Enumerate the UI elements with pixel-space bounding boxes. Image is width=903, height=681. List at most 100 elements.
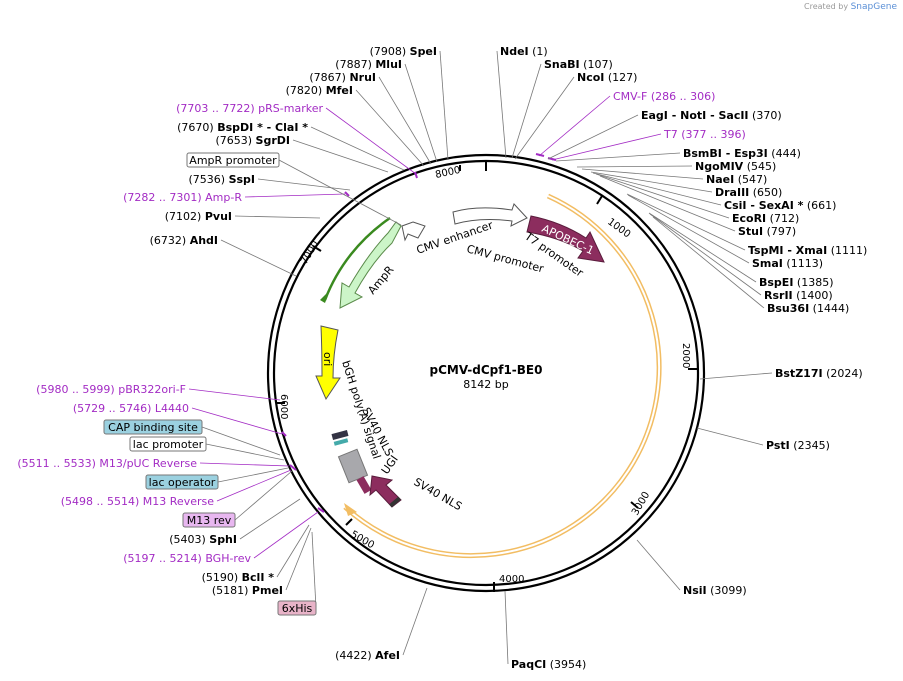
- site-label-34: (7536) SspI: [188, 173, 255, 186]
- site-text: NgoMIV (545): [695, 160, 776, 173]
- site-leader: [626, 193, 746, 251]
- site-leader: [310, 126, 405, 171]
- site-label-21: PaqCI (3954): [511, 658, 586, 671]
- site-label-17: Bsu36I (1444): [767, 302, 849, 315]
- site-text: NaeI (547): [706, 173, 767, 186]
- site-text: SnaBI (107): [544, 58, 613, 71]
- site-label-6: BsmBI - Esp3I (444): [683, 147, 801, 160]
- site-label-26: (5403) SphI: [169, 533, 237, 546]
- site-label-4: EagI - NotI - SacII (370): [641, 109, 782, 122]
- site-text: (5197 .. 5214) BGH-rev: [123, 552, 251, 565]
- site-label-32: (7102) PvuI: [165, 210, 232, 223]
- site-leader: [191, 407, 283, 435]
- site-label-33: (7282 .. 7301) Amp-R: [123, 191, 242, 204]
- dcpf1-orf-arrowhead: [344, 503, 357, 516]
- ori-feature: [315, 325, 341, 401]
- site-leader: [220, 239, 297, 277]
- site-text: EagI - NotI - SacII (370): [641, 109, 782, 122]
- site-leader: [188, 388, 281, 401]
- site-text: (5190) BclI *: [202, 571, 275, 584]
- site-leader: [378, 76, 432, 165]
- site-leader: [599, 175, 736, 232]
- sv40-nls-arrow: [389, 496, 401, 508]
- site-leader: [439, 50, 449, 161]
- boxed-label-cap-binding-site: CAP binding site: [103, 419, 281, 456]
- sv40-nls-mark: [331, 430, 349, 440]
- ampr-feature: [339, 221, 402, 309]
- snapgene-brand: SnapGene: [850, 2, 897, 12]
- site-text: RsrII (1400): [764, 289, 833, 302]
- site-leader: [511, 63, 542, 159]
- site-label-38: (7820) MfeI: [286, 84, 353, 97]
- site-leader: [547, 114, 639, 160]
- site-leader: [555, 152, 681, 162]
- ring-ticks: [276, 160, 698, 592]
- boxed-label-text: lac operator: [149, 476, 216, 489]
- site-label-2: NcoI (127): [577, 71, 637, 84]
- tick-label-5000: 5000: [349, 529, 377, 551]
- site-leader: [581, 168, 704, 180]
- site-text: DraIII (650): [715, 186, 782, 199]
- site-leader: [292, 139, 389, 173]
- site-label-36: (7670) BspDI * - ClaI *: [177, 121, 308, 134]
- site-text: TspMI - XmaI (1111): [748, 244, 867, 257]
- site-label-10: CsiI - SexAI * (661): [724, 199, 836, 212]
- backbone-outer: [266, 153, 706, 593]
- tick-label-8000: 8000: [434, 165, 461, 181]
- site-text: (4422) AfeI: [335, 649, 400, 662]
- site-leader: [257, 178, 351, 191]
- site-text: T7 (377 .. 396): [663, 128, 746, 141]
- site-leader: [244, 193, 346, 198]
- site-leader: [239, 498, 301, 540]
- site-text: SmaI (1113): [752, 257, 823, 270]
- boxed-label-leader: [278, 159, 402, 226]
- sv40-nls-box: [356, 476, 372, 494]
- site-text: (7908) SpeI: [370, 45, 437, 58]
- boxed-label-leader: [311, 531, 317, 609]
- site-label-27: (5498 .. 5514) M13 Reverse: [61, 495, 214, 508]
- site-label-8: NaeI (547): [706, 173, 767, 186]
- site-label-11: EcoRI (712): [732, 212, 799, 225]
- site-leader: [551, 133, 662, 161]
- site-leader: [216, 469, 292, 502]
- boxed-label-text: AmpR promoter: [189, 154, 277, 167]
- site-label-40: (7887) MluI: [335, 58, 402, 71]
- site-text: (5980 .. 5999) pBR322ori-F: [36, 383, 186, 396]
- site-text: (7282 .. 7301) Amp-R: [123, 191, 242, 204]
- site-text: PstI (2345): [766, 439, 830, 452]
- site-text: BspEI (1385): [759, 276, 834, 289]
- boxed-label-text: CAP binding site: [108, 421, 198, 434]
- site-text: NdeI (1): [500, 45, 548, 58]
- site-text: BstZ17I (2024): [775, 367, 863, 380]
- boxed-label-frame: [129, 436, 207, 452]
- site-label-31: (6732) AhdI: [150, 234, 218, 247]
- site-text: PaqCI (3954): [511, 658, 586, 671]
- site-label-28: (5511 .. 5533) M13/pUC Reverse: [17, 457, 197, 470]
- site-label-39: (7867) NruI: [309, 71, 376, 84]
- boxed-label-leader: [205, 443, 285, 461]
- site-label-23: (5181) PmeI: [212, 584, 283, 597]
- site-label-30: (5980 .. 5999) pBR322ori-F: [36, 383, 186, 396]
- site-label-41: (7908) SpeI: [370, 45, 437, 58]
- site-label-1: SnaBI (107): [544, 58, 613, 71]
- boxed-label-text: lac promoter: [133, 438, 204, 451]
- site-leader: [404, 63, 438, 163]
- site-leader: [253, 511, 319, 559]
- site-label-20: NsiI (3099): [683, 584, 747, 597]
- boxed-label-leader: [234, 470, 293, 521]
- site-text: NsiI (3099): [683, 584, 747, 597]
- boxed-label-text: M13 rev: [187, 514, 232, 527]
- site-text: (7887) MluI: [335, 58, 402, 71]
- site-label-9: DraIII (650): [715, 186, 782, 199]
- boxed-label-ampr-promoter: AmpR promoter: [186, 152, 402, 226]
- site-text: (7670) BspDI * - ClaI *: [177, 121, 308, 134]
- site-label-12: StuI (797): [738, 225, 796, 238]
- boxed-label-frame: [103, 419, 203, 435]
- boxed-label-m13-rev: M13 rev: [182, 470, 293, 528]
- boxed-label-lac-operator: lac operator: [145, 467, 289, 490]
- site-label-7: NgoMIV (545): [695, 160, 776, 173]
- site-label-14: SmaI (1113): [752, 257, 823, 270]
- site-label-5: T7 (377 .. 396): [663, 128, 746, 141]
